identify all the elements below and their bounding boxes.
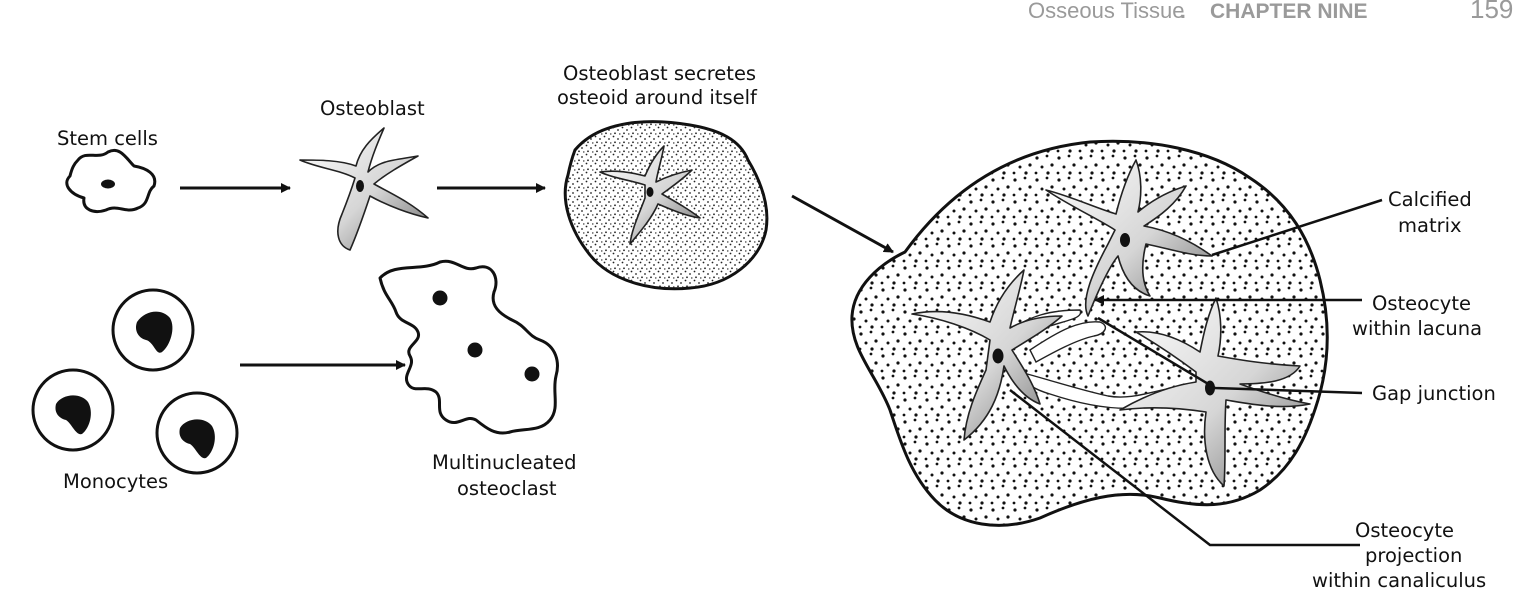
arrow-osteoid-to-bone xyxy=(791,194,894,254)
osteocyte-upper-nucleus xyxy=(1120,233,1130,247)
label-calcified-line1: Calcified xyxy=(1388,188,1472,211)
label-gap-junction: Gap junction xyxy=(1372,382,1496,405)
stem-cell-nucleus xyxy=(101,179,115,189)
osteoclast-nucleus-2 xyxy=(467,342,483,358)
monocyte-3 xyxy=(155,391,239,475)
osteoclast-cell xyxy=(378,259,559,435)
page-header: Osseous Tissue . CHAPTER NINE 159 xyxy=(1028,0,1513,24)
label-stem-cells: Stem cells xyxy=(57,127,158,150)
osteoid-matrix xyxy=(563,120,769,291)
stem-cell xyxy=(65,149,157,213)
leader-calcified-matrix xyxy=(1211,198,1383,257)
osteoid-cell-nucleus xyxy=(646,187,654,197)
osteoclast-nucleus-3 xyxy=(524,366,540,382)
label-osteoblast: Osteoblast xyxy=(320,97,425,120)
header-chapter: CHAPTER NINE xyxy=(1210,0,1368,23)
label-osteoclast-line2: osteoclast xyxy=(457,477,557,500)
label-osteocyte-line1: Osteocyte xyxy=(1372,292,1471,315)
label-projection-line2: projection xyxy=(1365,544,1462,567)
label-projection-line3: within canaliculus xyxy=(1312,569,1486,592)
header-separator: . xyxy=(1180,0,1186,23)
header-page-number: 159 xyxy=(1470,0,1513,24)
monocytes xyxy=(31,288,239,475)
osteoclast-nucleus-1 xyxy=(432,290,448,306)
osteoblast-nucleus xyxy=(356,180,364,192)
calcified-bone xyxy=(850,139,1329,527)
osteocyte-upper xyxy=(1045,159,1213,317)
osteocyte-left xyxy=(911,269,1063,441)
monocyte-2 xyxy=(31,368,115,452)
label-projection-line1: Osteocyte xyxy=(1355,519,1454,542)
osteoblast-cell xyxy=(299,127,429,251)
label-osteoclast-line1: Multinucleated xyxy=(432,451,577,474)
label-monocytes: Monocytes xyxy=(63,470,168,493)
leader-lines xyxy=(1009,198,1383,547)
label-osteoid-line2: osteoid around itself xyxy=(557,86,758,109)
canaliculus-1 xyxy=(1029,321,1107,363)
leader-gap-junction xyxy=(1097,316,1363,395)
label-calcified-line2: matrix xyxy=(1398,214,1462,237)
osteocyte-left-nucleus xyxy=(992,348,1004,364)
label-osteocyte-line2: within lacuna xyxy=(1352,317,1482,340)
header-section-title: Osseous Tissue xyxy=(1028,0,1185,23)
label-osteoid-line1: Osteoblast secretes xyxy=(563,62,756,85)
monocyte-1 xyxy=(111,288,195,372)
leader-projection xyxy=(1009,389,1360,547)
